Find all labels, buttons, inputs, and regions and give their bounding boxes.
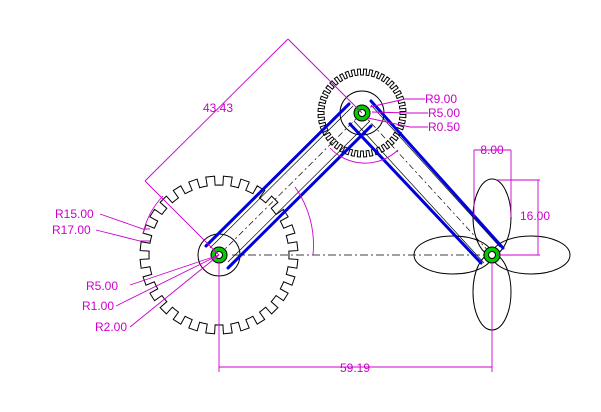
dim-top-gear-arc: [329, 147, 399, 164]
left-link-lower-edge: [226, 124, 373, 270]
dim-r1700-leader: [95, 229, 150, 242]
dim-r900-leader: [369, 98, 425, 108]
petal-top: [472, 178, 512, 256]
pivot-right: [483, 246, 501, 264]
dim-left-gear-tip-radius-text: R17.00: [52, 223, 91, 237]
dim-r500-left-leader: [129, 254, 220, 286]
dim-left-gear-arc: [142, 195, 164, 235]
dim-top-gear-outer-radius-text: R9.00: [425, 92, 457, 106]
dim-left-hub-radius-text: R5.00: [86, 279, 118, 293]
dim-left-bore-radius-text: R2.00: [95, 320, 127, 334]
dim-petal-height-text: 16.00: [520, 209, 550, 223]
right-link-lower-edge: [348, 122, 483, 265]
dim-r200-leader: [129, 254, 220, 328]
dim-horizontal-distance-text: 59.19: [340, 361, 370, 375]
dim-left-pin-radius-text: R1.00: [82, 299, 114, 313]
top-gear-teeth: [317, 68, 407, 158]
dim-r1500-leader: [99, 213, 150, 230]
left-gear-teeth: [139, 175, 299, 335]
dim-top-gear-hole-radius-text: R0.50: [428, 120, 460, 134]
dim-r500-leader: [371, 111, 428, 114]
dim-r050-leader: [367, 117, 428, 128]
link-inner-outline: [209, 104, 501, 264]
left-link-upper-edge: [204, 102, 351, 248]
dim-link-length-text: 43.43: [203, 101, 233, 115]
right-link-upper-edge: [369, 99, 505, 250]
dimensions: [95, 38, 540, 372]
dim-link-extension-2: [287, 38, 363, 114]
dim-link-extension-1: [144, 180, 220, 256]
dim-link-line: [144, 38, 289, 182]
links: [204, 99, 505, 270]
dim-petal-width-text: 8.00: [480, 143, 504, 157]
dim-angle-arc: [294, 186, 314, 256]
dim-left-gear-root-radius-text: R15.00: [55, 207, 94, 221]
dim-r100-leader: [115, 254, 220, 307]
dim-top-gear-hub-radius-text: R5.00: [428, 106, 460, 120]
